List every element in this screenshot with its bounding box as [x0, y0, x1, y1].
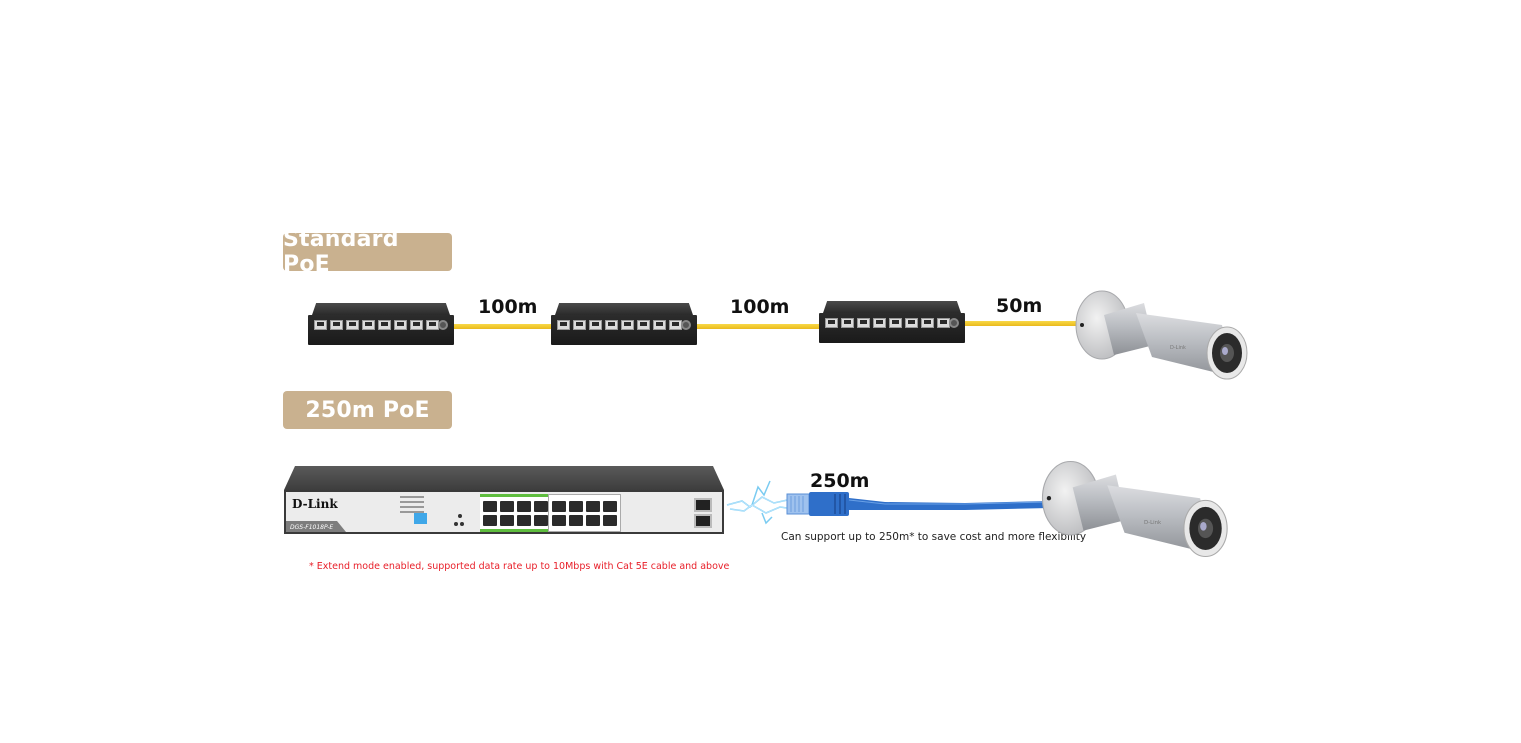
- extended-poe-label: 250m PoE: [305, 397, 430, 423]
- cable-segment-1: [452, 324, 554, 329]
- standard-poe-badge: Standard PoE: [283, 227, 452, 277]
- ip-camera-2: D-Link: [1041, 460, 1228, 558]
- dlink-switch: D-Link DGS-F1018P-E: [284, 466, 724, 536]
- extended-caption: Can support up to 250m* to save cost and…: [781, 531, 1087, 543]
- ip-camera-1: D-Link: [1075, 290, 1248, 380]
- extended-poe-badge: 250m PoE: [283, 391, 452, 429]
- extend-mode-footnote: * Extend mode enabled, supported data ra…: [309, 561, 730, 572]
- switch-brand-logo: D-Link: [292, 497, 338, 511]
- led-icon: [460, 522, 464, 526]
- poe-port-group-extend: [480, 494, 551, 532]
- camera-brand-text: D-Link: [1144, 520, 1162, 526]
- distance-label-250m: 250m: [810, 470, 870, 492]
- power-port-icon: [681, 320, 691, 330]
- switch-model-label: DGS-F1018P-E: [290, 524, 334, 531]
- sfp-port-icon: [694, 498, 712, 512]
- poe-switch-3: [819, 301, 965, 343]
- distance-label-2: 100m: [730, 296, 790, 318]
- led-icon: [458, 514, 462, 518]
- blue-ethernet-cable: [786, 492, 1051, 516]
- distance-label-3: 50m: [996, 295, 1043, 317]
- dip-switch-icon: [414, 513, 427, 524]
- cable-segment-2: [695, 324, 821, 329]
- power-port-icon: [949, 318, 959, 328]
- led-icon: [454, 522, 458, 526]
- cable-segment-3: [962, 321, 1080, 326]
- lightning-spark-icon: [726, 480, 795, 525]
- poe-switch-2: [551, 303, 697, 345]
- poe-port-group: [548, 494, 621, 532]
- sfp-port-icon: [694, 514, 712, 528]
- standard-poe-label: Standard PoE: [283, 227, 399, 277]
- distance-label-1: 100m: [478, 296, 538, 318]
- poe-switch-1: [308, 303, 454, 345]
- power-port-icon: [438, 320, 448, 330]
- camera-brand-text: D-Link: [1170, 345, 1186, 351]
